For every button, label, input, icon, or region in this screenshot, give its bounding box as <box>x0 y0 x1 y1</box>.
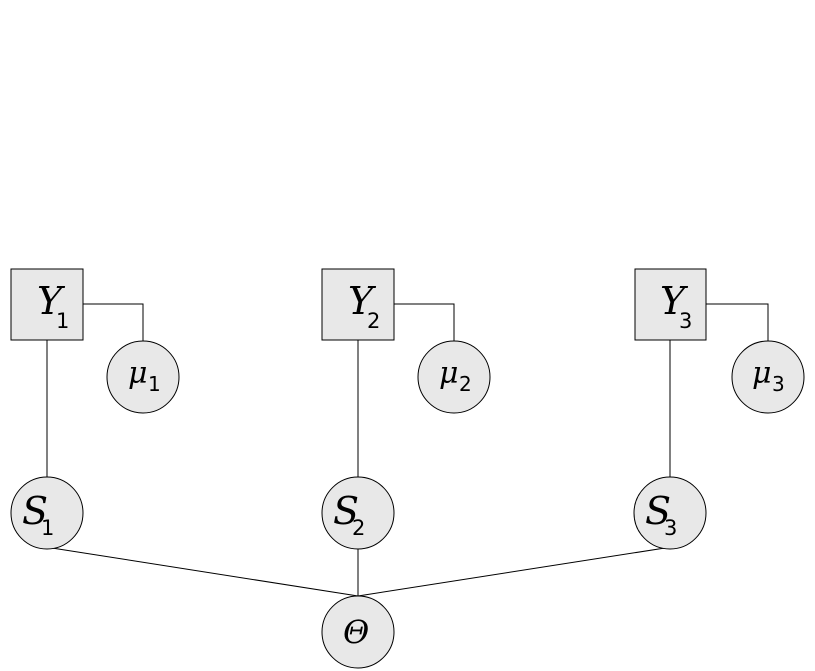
node-s2-subscript: 2 <box>352 516 365 540</box>
node-y1-symbol: Y <box>37 279 66 323</box>
node-y3-symbol: Y <box>660 279 689 323</box>
node-s2-symbol: S <box>333 489 359 533</box>
node-theta: Θ <box>321 595 395 669</box>
node-s1: S 1 <box>10 476 84 550</box>
edges <box>46 303 769 597</box>
edge-s3-theta <box>357 547 666 597</box>
node-mu3: μ 3 <box>731 340 805 414</box>
node-s3-symbol: S <box>645 489 671 533</box>
edge-s1-theta <box>51 547 359 597</box>
node-mu1-subscript: 1 <box>148 372 161 396</box>
node-mu1-symbol: μ <box>128 356 148 391</box>
node-s1-circle <box>10 476 84 550</box>
node-s3: S 3 <box>633 476 707 550</box>
node-theta-symbol: Θ <box>343 613 369 651</box>
node-s3-subscript: 3 <box>664 516 677 540</box>
node-mu3-subscript: 3 <box>772 372 785 396</box>
node-y1-subscript: 1 <box>56 309 69 333</box>
node-mu2: μ 2 <box>417 340 491 414</box>
node-y2: Y 2 <box>321 268 395 341</box>
node-y3-box <box>634 268 707 341</box>
node-y2-subscript: 2 <box>367 309 380 333</box>
node-mu1-circle <box>106 340 180 414</box>
edge-y1-mu1 <box>83 303 144 341</box>
node-s2: S 2 <box>321 476 395 550</box>
edge-y3-mu3 <box>706 303 769 341</box>
node-s1-symbol: S <box>22 489 48 533</box>
node-s2-circle <box>321 476 395 550</box>
node-mu3-symbol: μ <box>752 356 772 391</box>
node-mu1: μ 1 <box>106 340 180 414</box>
edge-y2-mu2 <box>394 303 455 341</box>
node-mu3-circle <box>731 340 805 414</box>
node-y1-box <box>10 268 84 341</box>
node-y2-symbol: Y <box>348 279 377 323</box>
node-mu2-symbol: μ <box>439 356 459 391</box>
node-y2-box <box>321 268 395 341</box>
node-y3: Y 3 <box>634 268 707 341</box>
node-s1-subscript: 1 <box>41 516 54 540</box>
node-y1: Y 1 <box>10 268 84 341</box>
node-y3-subscript: 3 <box>679 309 692 333</box>
node-theta-circle <box>321 595 395 669</box>
node-s3-circle <box>633 476 707 550</box>
node-mu2-subscript: 2 <box>459 372 472 396</box>
node-mu2-circle <box>417 340 491 414</box>
